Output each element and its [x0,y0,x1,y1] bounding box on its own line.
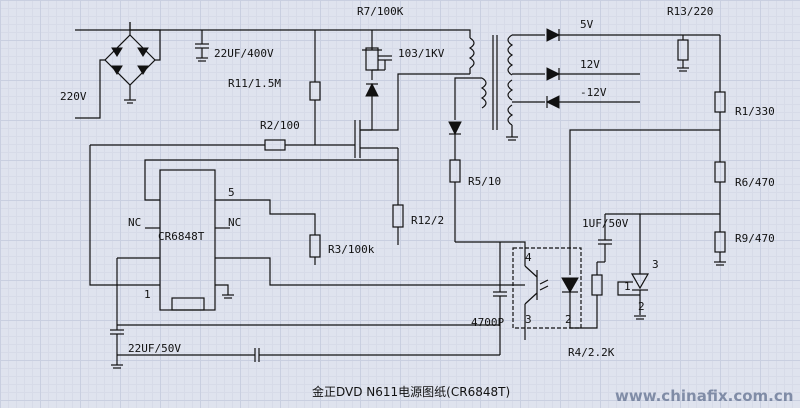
diagram-title: 金正DVD N611电源图纸(CR6848T) [312,384,510,399]
r9-label: R9/470 [735,232,775,245]
bulk-capacitor [195,30,209,62]
r9-resistor [714,231,726,253]
transformer [360,34,514,131]
output-minus12v-label: -12V [580,86,607,99]
ac-input-label: 220V [60,90,87,103]
ic-pin5-label: 5 [228,186,235,199]
snubber-network [362,30,392,130]
bulk-capacitor-label: 22UF/400V [214,47,274,60]
r12-resistor [392,204,404,228]
r13-resistor [677,39,689,61]
r4-label: R4/2.2K [568,346,615,359]
r6-resistor [714,161,726,183]
snubber-cap-label: 103/1KV [398,47,445,60]
ic-nc-left-label: NC [128,216,141,229]
ic-pin1-label: 1 [144,288,151,301]
r6-label: R6/470 [735,176,775,189]
output-rectifiers [512,28,720,109]
r3-resistor [309,234,321,258]
watermark-text: www.chinafix.com.cn [615,387,793,405]
r2-label: R2/100 [260,119,300,132]
r7-label: R7/100K [357,5,404,18]
tl431-regulator [625,262,650,320]
r11-resistor [309,81,321,101]
tl431-pin2-label: 2 [638,300,645,313]
opto-pin4-label: 4 [525,251,532,264]
opto-pin2-label: 2 [565,313,572,326]
switching-mosfet [354,120,399,205]
c-1uf-label: 1UF/50V [582,217,629,230]
opto-pin3-label: 3 [525,313,532,326]
r1-resistor [714,91,726,113]
c-vcc-label: 22UF/50V [128,342,181,355]
tl431-pin1-label: 1 [624,280,631,293]
r3-label: R3/100k [328,243,375,256]
r13-label: R13/220 [667,5,713,18]
r12-label: R12/2 [411,214,444,227]
ic-nc-right-label: NC [228,216,241,229]
aux-rectifier-diode [448,121,462,136]
r5-label: R5/10 [468,175,501,188]
bridge-rectifier [75,22,161,119]
r5-resistor [449,159,461,183]
r1-label: R1/330 [735,105,775,118]
c-4700p-label: 4700P [471,316,504,329]
optocoupler [512,247,582,329]
output-12v-label: 12V [580,58,600,71]
output-5v-label: 5V [580,18,594,31]
r2-resistor [264,139,286,151]
tl431-pin3-label: 3 [652,258,659,271]
ic-name-label: CR6848T [158,230,205,243]
r4-resistor [591,274,603,296]
r11-label: R11/1.5M [228,77,281,90]
